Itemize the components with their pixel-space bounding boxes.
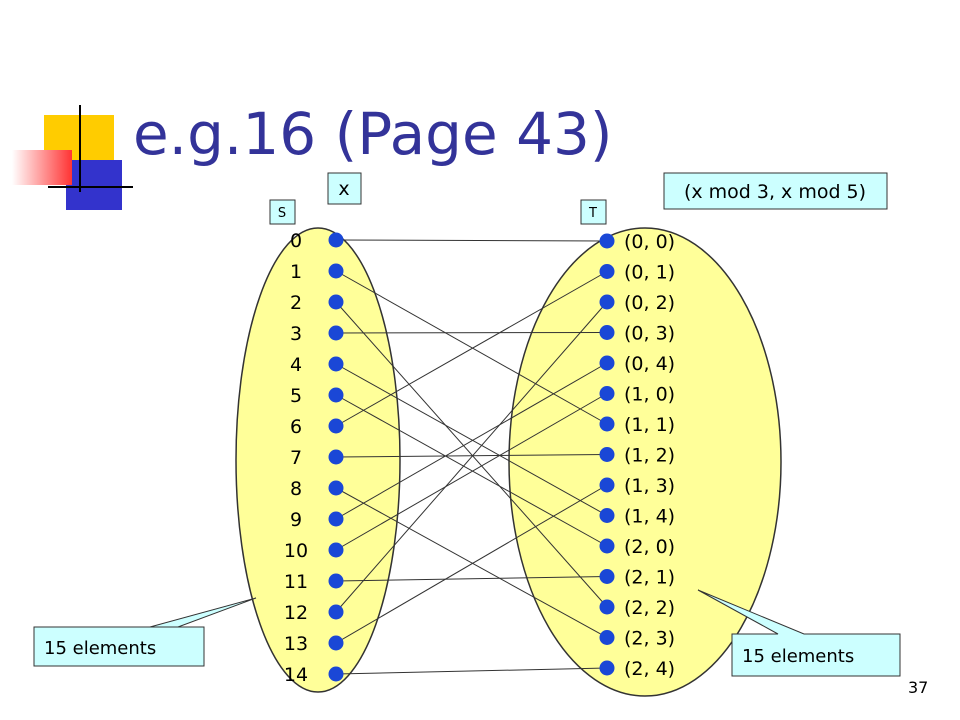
left-item-label: 5 [290, 385, 302, 407]
left-item-label: 6 [290, 416, 302, 438]
left-item-label: 10 [284, 540, 308, 562]
left-item-label: 3 [290, 323, 302, 345]
mapping-label: (x mod 3, x mod 5) [684, 181, 866, 203]
t-label: T [588, 206, 597, 221]
left-node-dot [328, 573, 344, 589]
right-node-dot [599, 264, 615, 279]
left-node-dot [328, 480, 344, 496]
left-item-label: 7 [290, 447, 302, 469]
deco-blue-square [66, 160, 122, 210]
left-node-dot [328, 449, 344, 465]
edge-6 [335, 271, 608, 427]
right-item-label: (0, 4) [624, 353, 675, 375]
right-item-label: (1, 0) [624, 384, 675, 406]
edge-3 [335, 332, 608, 334]
edge-4 [335, 363, 608, 516]
left-item-label: 9 [290, 509, 302, 531]
right-item-label: (2, 3) [624, 628, 675, 650]
right-node-dot [599, 630, 615, 645]
left-node-dot [328, 604, 344, 620]
left-item-label: 0 [290, 230, 302, 252]
left-item-label: 11 [284, 571, 308, 593]
right-node-dot [599, 477, 615, 493]
edge-9 [335, 362, 608, 520]
set-t-ellipse [508, 227, 782, 697]
left-item-label: 1 [290, 261, 302, 283]
edge-11 [335, 576, 608, 582]
left-node-dot [328, 232, 344, 248]
left-callout-text: 15 elements [44, 638, 156, 659]
left-node-dot [328, 387, 344, 403]
left-item-label: 8 [290, 478, 302, 500]
mapping-label-box [663, 172, 888, 210]
right-item-label: (1, 1) [624, 414, 675, 436]
edge-2 [335, 301, 608, 608]
left-node-dot [328, 418, 344, 434]
t-label-box [580, 199, 607, 225]
right-node-dot [599, 508, 615, 523]
right-item-label: (1, 3) [624, 475, 675, 497]
left-node-dot [328, 325, 344, 341]
edge-7 [335, 454, 608, 458]
right-node-dot [599, 355, 615, 371]
right-node-dot [599, 294, 615, 310]
slide-title: e.g.16 (Page 43) [133, 100, 613, 168]
right-node-dot [599, 416, 615, 432]
edge-1 [335, 270, 608, 425]
left-node-dot [328, 635, 344, 651]
right-node-dot [599, 325, 615, 340]
right-node-dot [599, 386, 615, 401]
left-node-dot [328, 511, 344, 527]
right-callout-shape [697, 589, 901, 677]
right-item-label: (2, 4) [624, 658, 675, 680]
right-callout-text: 15 elements [742, 646, 854, 667]
right-item-label: (2, 1) [624, 567, 675, 589]
edge-0 [335, 239, 608, 242]
right-item-label: (0, 0) [624, 231, 675, 253]
right-item-label: (0, 3) [624, 323, 675, 345]
left-item-label: 4 [290, 354, 302, 376]
right-node-dot [599, 569, 615, 584]
left-item-label: 13 [284, 633, 308, 655]
set-s-ellipse [235, 227, 401, 693]
edge-14 [335, 667, 608, 675]
edge-8 [335, 487, 608, 638]
right-node-dot [599, 447, 615, 462]
x-label-box [327, 172, 362, 205]
left-item-label: 12 [284, 602, 308, 624]
right-item-label: (1, 4) [624, 506, 675, 528]
deco-vertical-line [79, 105, 81, 192]
left-node-dot [328, 263, 344, 279]
right-item-label: (0, 2) [624, 292, 675, 314]
left-node-dot [328, 356, 344, 372]
s-label-box [269, 199, 296, 225]
right-item-label: (1, 2) [624, 445, 675, 467]
edge-13 [335, 484, 608, 644]
left-node-dot [328, 666, 344, 682]
deco-red-gradient [12, 150, 72, 185]
right-item-label: (2, 2) [624, 597, 675, 619]
s-label: S [278, 206, 286, 221]
right-item-label: (2, 0) [624, 536, 675, 558]
left-node-dot [328, 542, 344, 558]
left-item-label: 2 [290, 292, 302, 314]
right-item-label: (0, 1) [624, 262, 675, 284]
right-node-dot [599, 599, 615, 615]
deco-horizontal-line [48, 186, 133, 188]
edges-group [335, 239, 608, 675]
left-node-dot [328, 294, 344, 310]
edge-10 [335, 393, 608, 551]
right-node-dot [599, 233, 615, 249]
edge-12 [335, 301, 608, 613]
page-number: 37 [908, 678, 929, 697]
x-label: x [338, 178, 349, 200]
right-node-dot [599, 660, 615, 676]
left-item-label: 14 [284, 664, 308, 686]
edge-5 [335, 394, 608, 547]
right-node-dot [599, 538, 615, 554]
left-callout-shape [33, 597, 257, 667]
